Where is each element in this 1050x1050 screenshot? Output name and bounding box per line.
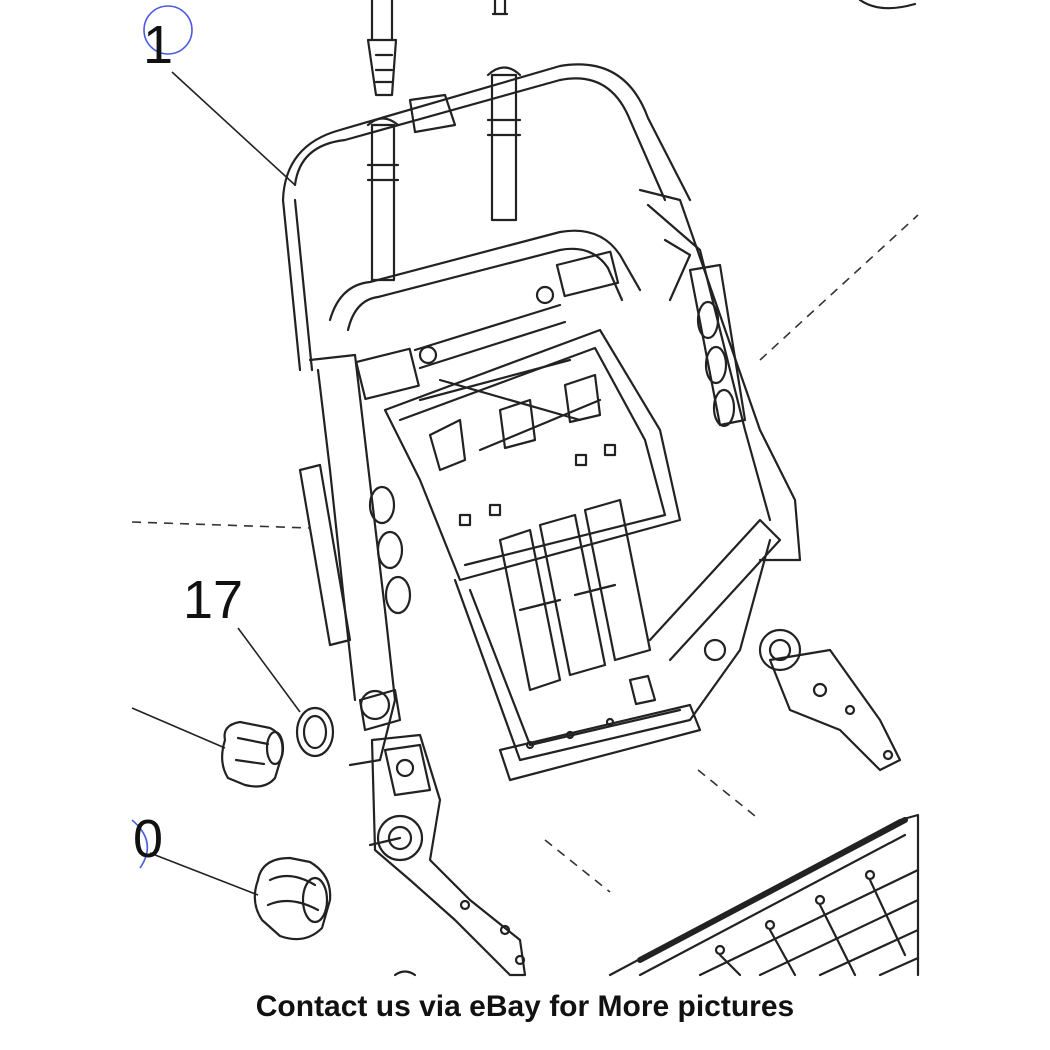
lower-seat-frame [453,498,782,782]
lumbar-support-panel [383,328,682,582]
seat-cushion-frame [393,813,920,977]
recliner-knob-large [253,856,332,941]
callout-part-1: 1 [143,15,174,75]
dashed-reference-lines [131,214,919,893]
headrest-pin-top [366,0,917,97]
left-recliner-hinge [368,733,527,977]
caption: Contact us via eBay for More pictures [255,990,795,1023]
right-recliner-hinge [758,628,902,772]
recliner-knob-small [221,720,285,788]
left-side-frame [298,353,412,767]
callout-marker-circles [131,5,193,869]
leader-lines [131,71,301,896]
callout-part-10: 0 [133,809,164,869]
right-side-frame [638,188,802,562]
callout-part-17: 17 [183,570,244,630]
upper-cross-member [328,229,642,401]
washer-part-17 [295,706,335,758]
backrest-tube-frame [281,63,692,372]
